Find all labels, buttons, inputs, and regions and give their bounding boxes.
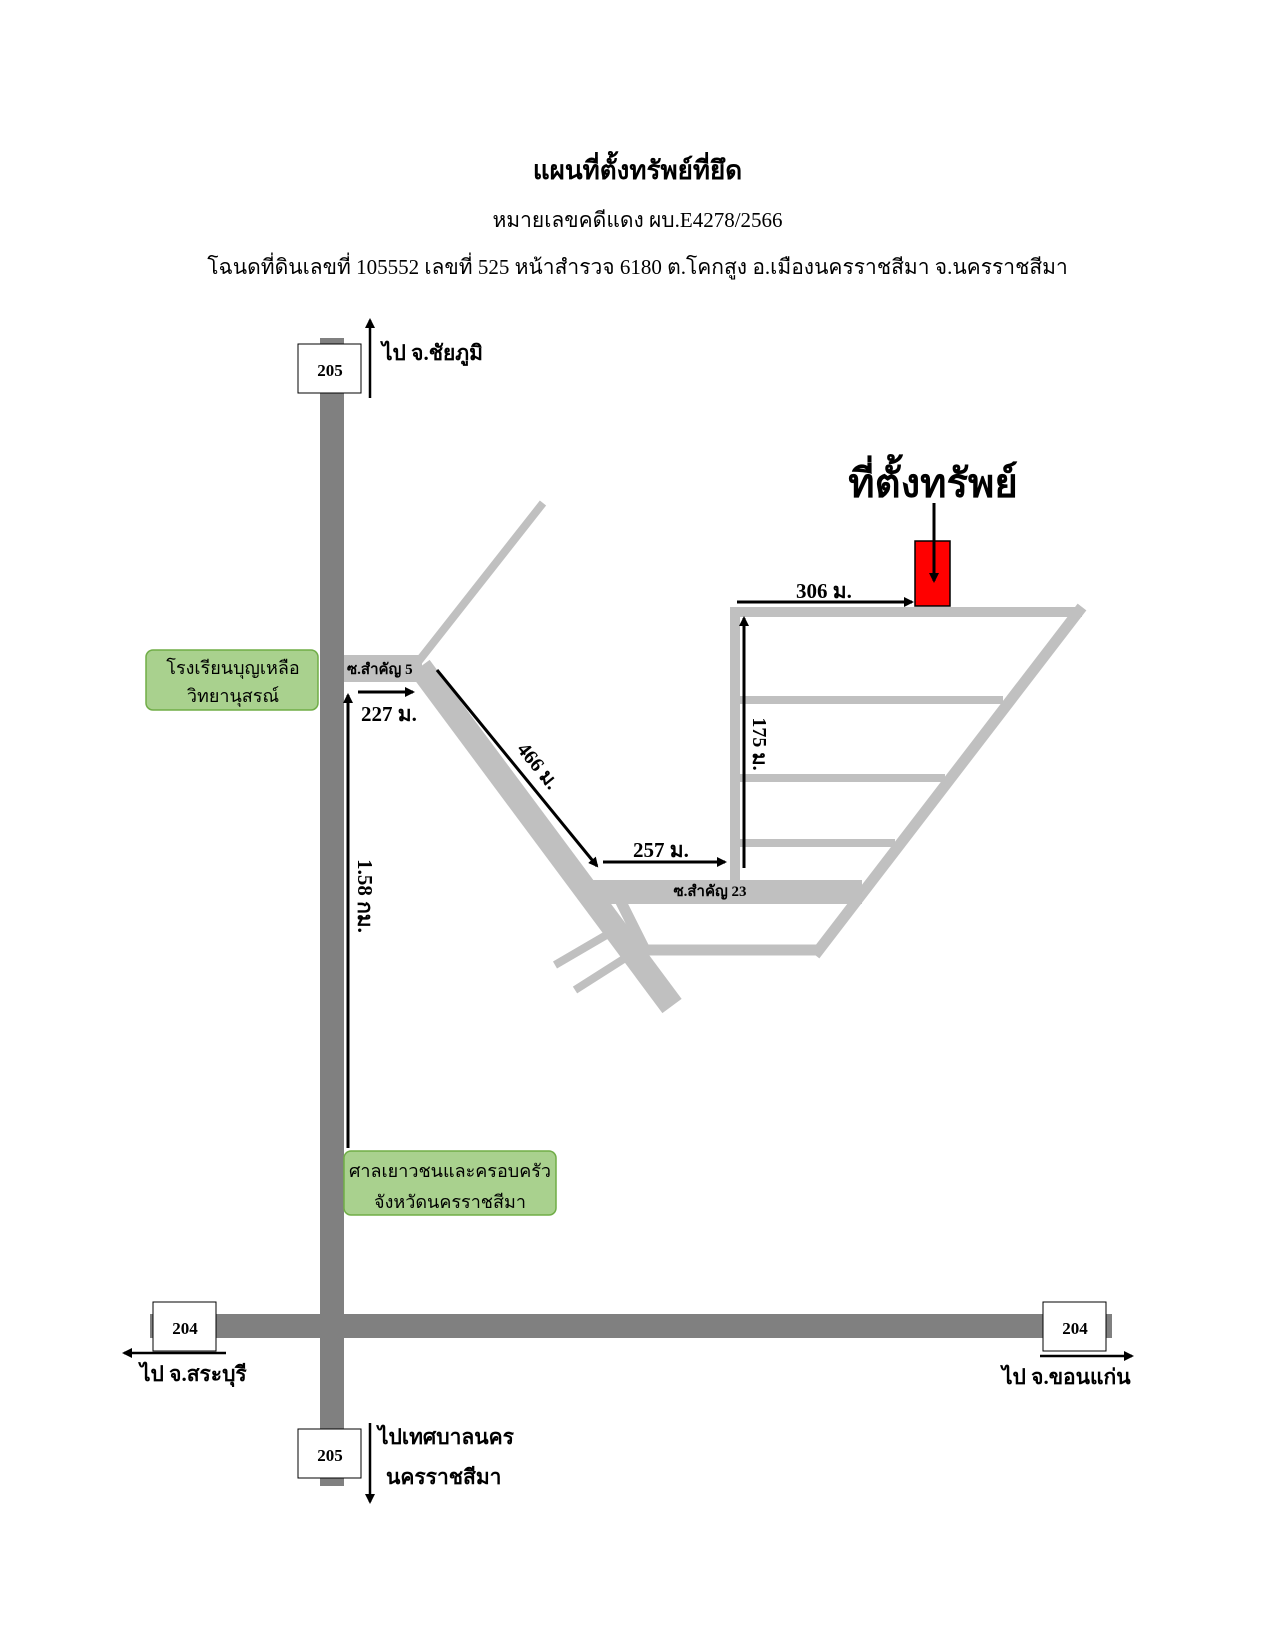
property-label: ที่ตั้งทรัพย์ bbox=[848, 454, 1018, 506]
landmark-school: โรงเรียนบุญเหลือ วิทยานุสรณ์ bbox=[145, 649, 319, 711]
school-label-1: โรงเรียนบุญเหลือ bbox=[166, 657, 299, 679]
highway-205-sign-north: 205 bbox=[297, 343, 362, 394]
highway-204-label-east: 204 bbox=[1062, 1319, 1088, 1338]
distance-2-label: 227 ม. bbox=[361, 702, 417, 726]
soi-spur-2 bbox=[572, 951, 633, 994]
soi-east-diagonal bbox=[810, 603, 1087, 959]
to-saraburi-label: ไป จ.สระบุรี bbox=[138, 1361, 247, 1388]
soi-5-junction bbox=[340, 655, 422, 682]
page-title: แผนที่ตั้งทรัพย์ที่ยึด bbox=[532, 156, 743, 185]
highway-205-label-north: 205 bbox=[317, 361, 343, 380]
highway-204-sign-east: 204 bbox=[1042, 1301, 1107, 1352]
court-label-2: จังหวัดนครราชสีมา bbox=[374, 1192, 526, 1212]
soi-23-label: ซ.สำคัญ 23 bbox=[673, 883, 746, 900]
deed-description: โฉนดที่ดินเลขที่ 105552 เลขที่ 525 หน้าส… bbox=[207, 255, 1068, 279]
to-khonkaen-label: ไป จ.ขอนแก่น bbox=[1000, 1364, 1131, 1389]
school-label-2: วิทยานุสรณ์ bbox=[187, 686, 279, 707]
route-arrow-3 bbox=[435, 669, 599, 868]
highway-205-label-south: 205 bbox=[317, 1446, 343, 1465]
soi-5-label: ซ.สำคัญ 5 bbox=[347, 661, 413, 678]
highway-205-sign-south: 205 bbox=[297, 1428, 362, 1479]
soi-roads bbox=[410, 500, 1087, 1014]
soi-lower-loop bbox=[615, 897, 820, 956]
to-municipality-label-1: ไปเทศบาลนคร bbox=[376, 1424, 515, 1449]
highway-204-sign-west: 204 bbox=[152, 1301, 217, 1352]
highway-204-road bbox=[150, 1314, 1112, 1338]
distance-1-label: 1.58 กม. bbox=[353, 859, 377, 933]
landmark-court: ศาลเยาวชนและครอบครัว จังหวัดนครราชสีมา bbox=[343, 1150, 557, 1216]
to-municipality-label-2: นครราชสีมา bbox=[386, 1465, 501, 1489]
court-label-1: ศาลเยาวชนและครอบครัว bbox=[349, 1161, 551, 1181]
soi-5-diagonal bbox=[410, 659, 682, 1014]
distance-5-label: 175 ม. bbox=[748, 717, 770, 770]
to-chaiyaphum-label: ไป จ.ชัยภูมิ bbox=[380, 340, 483, 367]
soi-northeast-branch bbox=[414, 500, 547, 665]
soi-spur-1 bbox=[552, 926, 618, 969]
case-number: หมายเลขคดีแดง ผบ.E4278/2566 bbox=[492, 208, 783, 232]
highway-205-road bbox=[320, 338, 344, 1486]
distance-4-label: 257 ม. bbox=[633, 838, 689, 862]
distance-6-label: 306 ม. bbox=[796, 579, 852, 603]
highway-204-label-west: 204 bbox=[172, 1319, 198, 1338]
